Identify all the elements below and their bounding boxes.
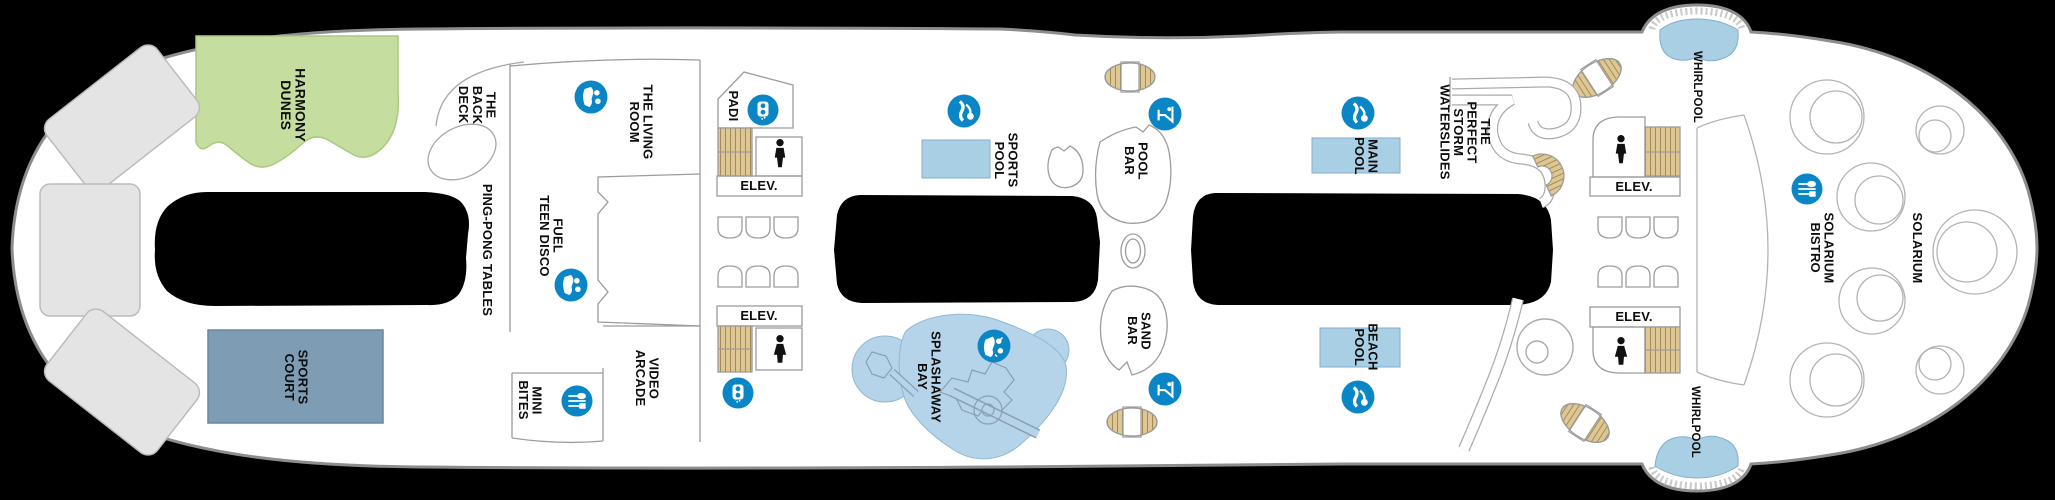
elevator-left-top (716, 175, 803, 197)
sports-pool-label: SPORTS POOL (992, 132, 1021, 188)
bars (1047, 124, 1172, 376)
restroom-men-right (1592, 116, 1646, 178)
mini-bites-room (511, 325, 700, 444)
pools (921, 137, 1401, 368)
elev-right-top-label: ELEV. (1615, 179, 1653, 195)
padi-room (717, 71, 794, 129)
bar-counters (1104, 58, 1622, 443)
beach-pool-label: BEACH POOL (1352, 323, 1381, 371)
beach-pool-area (1319, 327, 1401, 368)
beach-pool-swim-icon (1341, 380, 1375, 414)
mini-bites-label: MINI BITES (516, 380, 545, 420)
elev-left-top-label: ELEV. (740, 178, 778, 194)
main-pool-label: MAIN POOL (1352, 137, 1381, 175)
splashaway-bay-label: SPLASHAWAY BAY (915, 331, 944, 423)
perfect-storm-waterslides-label: THE PERFECT STORM WATERSLIDES (1437, 84, 1494, 180)
deck-opening-right (1191, 193, 1553, 305)
splashaway-icon (977, 329, 1011, 363)
fuel-teen-disco-label: FUEL TEEN DISCO (537, 195, 566, 277)
elevator-left-bottom (716, 305, 803, 327)
pool-bar-martini-icon (1148, 97, 1182, 131)
deck-openings (154, 191, 1553, 306)
mini-bites-dining-icon (561, 385, 593, 417)
restroom-women-left-icon (767, 333, 793, 365)
elevator-right-top (1589, 176, 1681, 197)
sand-bar-label: SAND BAR (1125, 312, 1154, 350)
ping-pong-tables-label: PING-PONG TABLES (479, 183, 495, 317)
the-living-room-label: THE LIVING ROOM (627, 84, 656, 160)
sand-bar-martini-icon (1148, 372, 1182, 406)
living-room-icon (574, 80, 608, 114)
main-pool-area (1311, 137, 1401, 174)
sand-bar-area (1099, 285, 1168, 376)
solarium-area (1696, 79, 2018, 418)
teen-zone-rooms (509, 58, 701, 444)
solarium-bistro-label: SOLARIUM BISTRO (1808, 212, 1837, 284)
solarium-loungers (1789, 79, 2018, 418)
splashaway-bay-area (851, 313, 1070, 460)
bow-structures (39, 44, 201, 456)
elev-left-bottom-label: ELEV. (740, 308, 778, 324)
restroom-men-right-icon (1608, 133, 1634, 165)
restroom-women-left (755, 327, 803, 371)
the-back-deck-label: THE BACK DECK (456, 85, 499, 125)
fuel-teen-disco-room (597, 173, 701, 327)
whirlpool-top-label: WHIRLPOOL (1690, 50, 1703, 124)
sports-court-label: SPORTS COURT (282, 349, 311, 405)
harmony-dunes-area (195, 35, 400, 168)
perfect-storm-waterslides-area (1449, 76, 1582, 452)
pool-bar-area (1094, 124, 1172, 224)
harmony-dunes-label: HARMONY DUNES (278, 68, 309, 142)
whirlpool-top-area (1648, 7, 1746, 62)
slide-tower-spiral-stairs (1531, 153, 1565, 197)
sports-court-area (207, 329, 384, 424)
deck-opening-left (154, 191, 469, 306)
back-deck-area (427, 61, 525, 181)
left-service-block (716, 71, 803, 373)
solarium-bistro-dining-icon (1791, 173, 1823, 205)
padi-label: PADI (725, 90, 741, 122)
right-service-block (1589, 116, 1681, 374)
solarium-label: SOLARIUM (1909, 212, 1925, 284)
deck-opening-middle (834, 195, 1100, 303)
elev-right-bottom-label: ELEV. (1615, 309, 1653, 325)
teen-disco-icon (554, 268, 588, 302)
restroom-men-left-icon (767, 137, 793, 169)
restroom-women-right-icon (1608, 335, 1634, 367)
whirlpool-bottom-label: WHIRLPOOL (1688, 385, 1701, 459)
sports-pool-area (921, 139, 991, 179)
padi-icon-top (747, 94, 779, 126)
sports-pool-swim-icon (947, 94, 981, 128)
video-arcade-label: VIDEO ARCADE (633, 349, 662, 407)
restroom-women-right (1592, 326, 1646, 374)
pool-bar-label: POOL BAR (1122, 142, 1151, 180)
main-pool-swim-icon (1341, 96, 1375, 130)
whirlpool-bottom-area (1648, 435, 1746, 490)
padi-icon-bottom (722, 377, 754, 409)
